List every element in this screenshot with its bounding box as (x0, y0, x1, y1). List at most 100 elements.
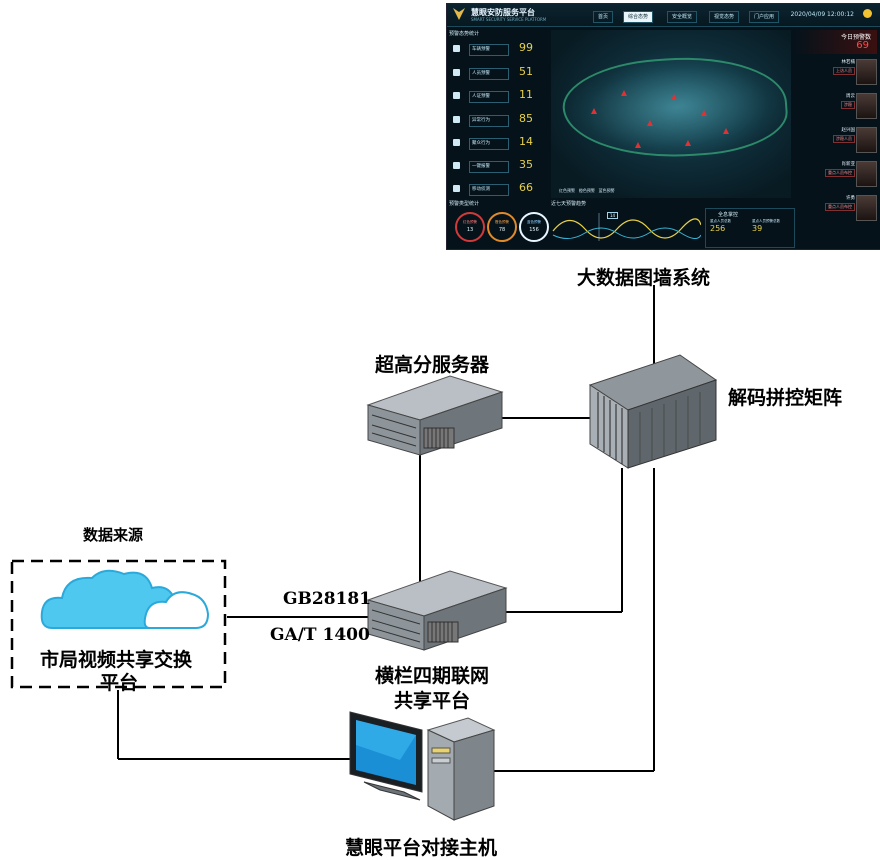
person-card[interactable]: 周云 涉稳 (795, 92, 879, 122)
city-map[interactable]: 红色预警 橙色预警 蓝色预警 (551, 30, 791, 198)
person-card[interactable]: 许勇 重点人员布控 (795, 194, 879, 224)
ring-red: 红色预警 13 (455, 212, 485, 242)
person-photo (856, 59, 877, 85)
nav-tab-active[interactable]: 综合态势 (623, 11, 654, 23)
alert-marker[interactable] (591, 108, 597, 114)
alarm-icon (453, 162, 460, 169)
people-panel: 今日预警数 69 林若楠 上访人员 周云 涉稳 赵兴国 涉稳人员 肖新亚 重点人… (795, 30, 879, 245)
car-icon (453, 45, 460, 52)
stat-value: 14 (519, 135, 533, 148)
person-name: 周云 (846, 94, 855, 99)
stat-value: 66 (519, 181, 533, 194)
stat-label: 异常行为 (469, 115, 509, 127)
stat-value: 85 (519, 112, 533, 125)
person-tag: 涉稳 (841, 101, 855, 109)
stat-label: 人员预警 (469, 68, 509, 80)
person-name: 赵兴国 (841, 128, 856, 133)
person-tag: 重点人员布控 (825, 169, 855, 177)
person-tag: 重点人员布控 (825, 203, 855, 211)
panel-title: 预警类型统计 (449, 201, 480, 207)
stat-row[interactable]: 异常行为 85 (453, 111, 547, 129)
stat-label: 聚众行为 (469, 138, 509, 150)
stat-value: 35 (519, 158, 533, 171)
label-protocol-gb28181: GB28181 (283, 589, 372, 609)
map-legend: 红色预警 橙色预警 蓝色预警 (559, 188, 615, 194)
cloud-icon (40, 569, 210, 629)
total-item: 重点人员预警总数 39 (752, 219, 790, 233)
ring-label: 蓝色预警 (527, 220, 541, 224)
ring-value: 13 (466, 227, 474, 233)
alert-marker[interactable] (647, 120, 653, 126)
label-big-data-wall: 大数据图墙系统 (577, 267, 711, 289)
total-value: 39 (752, 224, 763, 233)
control-panel: 全息掌控 重点人员总数 256 重点人员预警总数 39 (705, 208, 795, 248)
stat-row[interactable]: 人员预警 51 (453, 64, 547, 82)
stat-row[interactable]: 移动侦测 66 (453, 180, 547, 198)
person-card[interactable]: 赵兴国 涉稳人员 (795, 126, 879, 156)
dashboard-screenshot: 慧眼安防服务平台 SMART SECURITY SERVICE PLATFORM… (446, 3, 880, 250)
nav-tab[interactable]: 门户应用 (749, 11, 780, 23)
legend-item: 橙色预警 (578, 188, 595, 193)
warning-stats-panel: 预警态势统计 车辆预警 99 人员预警 51 人证预警 11 异常行为 85 聚… (449, 30, 549, 245)
panel-title: 全息掌控 (718, 212, 739, 218)
decoder-matrix-icon (588, 354, 718, 469)
stat-row[interactable]: 一键报警 35 (453, 157, 547, 175)
label-city-platform: 市局视频共享交换 (40, 649, 193, 671)
alert-marker[interactable] (701, 110, 707, 116)
stat-label: 移动侦测 (469, 184, 509, 196)
id-card-icon (453, 92, 460, 99)
total-value: 256 (710, 224, 726, 233)
motion-icon (453, 185, 460, 192)
alert-marker[interactable] (635, 142, 641, 148)
person-tag: 上访人员 (833, 67, 855, 75)
stat-label: 一键报警 (469, 161, 509, 173)
nav-tab[interactable]: 安全概览 (667, 11, 698, 23)
hd-server-icon (366, 375, 504, 456)
ring-label: 红色预警 (463, 220, 477, 224)
today-warnings: 今日预警数 69 (795, 30, 877, 54)
hengl-server-icon (366, 570, 508, 651)
person-name: 许勇 (846, 196, 855, 201)
trend-chart (552, 213, 702, 241)
panel-title: 预警态势统计 (449, 31, 480, 37)
person-name: 林若楠 (841, 60, 856, 65)
data-source-box (10, 559, 227, 689)
crowd-icon (453, 139, 460, 146)
stat-row[interactable]: 人证预警 11 (453, 87, 547, 105)
label-decoder-matrix: 解码拼控矩阵 (728, 387, 843, 409)
nav-tab[interactable]: 视觉态势 (709, 11, 740, 23)
stat-value: 99 (519, 41, 533, 54)
dashboard-title: 慧眼安防服务平台 (471, 8, 535, 17)
stat-label: 人证预警 (469, 91, 509, 103)
person-tag: 涉稳人员 (833, 135, 855, 143)
ring-orange: 橙色预警 78 (487, 212, 517, 242)
label-data-source: 数据来源 (83, 526, 144, 544)
person-card[interactable]: 林若楠 上访人员 (795, 58, 879, 88)
alert-marker[interactable] (685, 140, 691, 146)
total-label: 重点人员预警总数 (752, 219, 780, 223)
total-label: 重点人员总数 (710, 219, 731, 223)
trend-panel: 近七天预警趋势 14 (551, 200, 702, 246)
weather-sun-icon (863, 9, 872, 18)
legend-item: 蓝色预警 (598, 188, 615, 193)
person-photo (856, 93, 877, 119)
ring-blue: 蓝色预警 156 (519, 212, 549, 242)
stat-label: 车辆预警 (469, 44, 509, 56)
logo-icon (453, 8, 465, 20)
running-icon (453, 116, 460, 123)
total-item: 重点人员总数 256 (710, 219, 748, 233)
alert-marker[interactable] (621, 90, 627, 96)
alert-marker[interactable] (671, 94, 677, 100)
label-hengl-platform: 横栏四期联网 (375, 665, 490, 687)
stat-row[interactable]: 聚众行为 14 (453, 134, 547, 152)
clock: 2020/04/09 12:00:12 (790, 11, 854, 18)
nav-tab[interactable]: 首页 (593, 11, 614, 23)
today-label: 今日预警数 (840, 34, 871, 41)
person-card[interactable]: 肖新亚 重点人员布控 (795, 160, 879, 190)
person-name: 肖新亚 (841, 162, 856, 167)
panel-title: 近七天预警趋势 (551, 201, 587, 207)
alert-marker[interactable] (723, 128, 729, 134)
ring-value: 78 (498, 227, 506, 233)
stat-row[interactable]: 车辆预警 99 (453, 40, 547, 58)
